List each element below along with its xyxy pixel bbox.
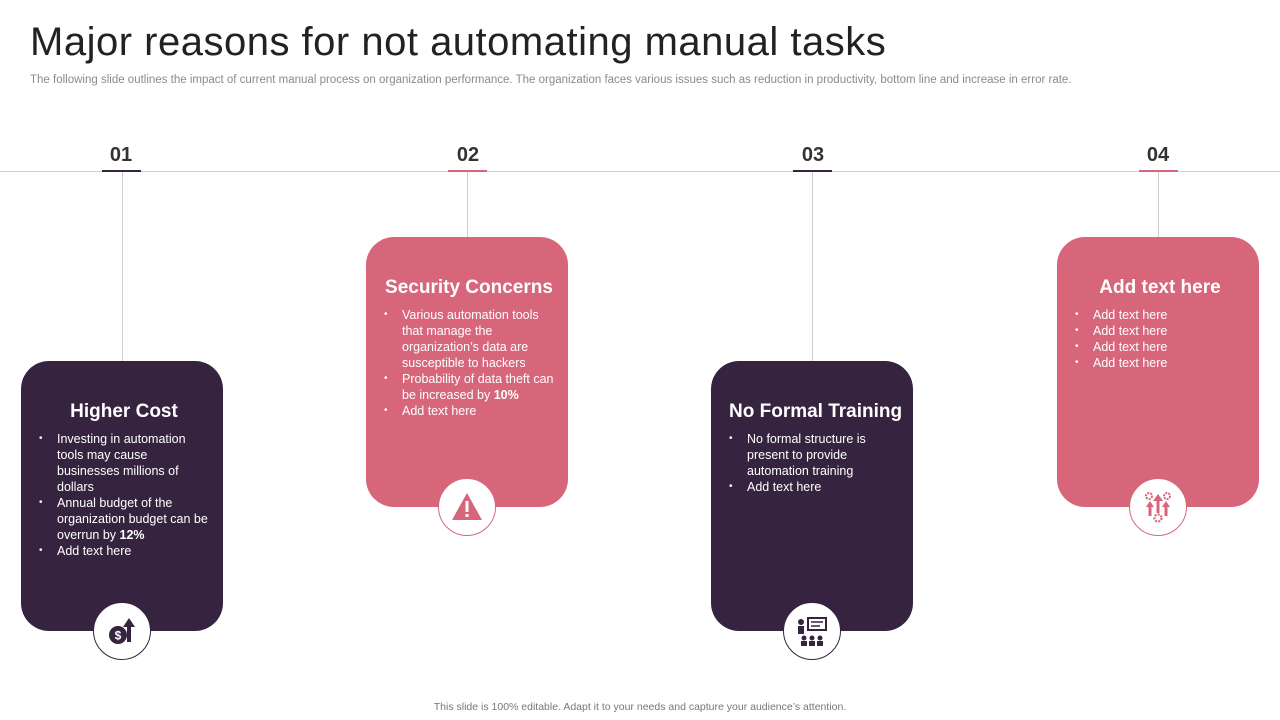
- bullet-item: Add text here: [1075, 307, 1245, 323]
- bullet-item: Add text here: [1075, 323, 1245, 339]
- step-number-04: 04: [1146, 144, 1170, 166]
- warning-icon: [438, 478, 496, 536]
- connector-02: [467, 172, 468, 238]
- card-title: No Formal Training: [729, 401, 903, 422]
- card-security-concerns: Security Concerns Various automation too…: [366, 237, 568, 507]
- step-number-01: 01: [109, 144, 133, 166]
- connector-03: [812, 172, 813, 362]
- bullet-item: Add text here: [729, 479, 899, 495]
- card-higher-cost: Higher Cost Investing in automation tool…: [21, 361, 223, 631]
- step-number-02: 02: [456, 144, 480, 166]
- step-number-03: 03: [801, 144, 825, 166]
- page-title: Major reasons for not automating manual …: [30, 20, 887, 64]
- footer-note: This slide is 100% editable. Adapt it to…: [433, 701, 847, 713]
- card-add-text: Add text here Add text here Add text her…: [1057, 237, 1259, 507]
- bullet-list: Various automation tools that manage the…: [384, 307, 554, 419]
- card-title: Higher Cost: [70, 401, 178, 422]
- step-underline-04: [1139, 170, 1178, 172]
- step-underline-01: [102, 170, 141, 172]
- bullet-item: Add text here: [1075, 355, 1245, 371]
- card-title: Security Concerns: [385, 277, 553, 298]
- bullet-list: Add text here Add text here Add text her…: [1075, 307, 1245, 371]
- svg-text:$: $: [115, 629, 122, 643]
- bullet-item: Investing in automation tools may cause …: [39, 431, 209, 495]
- card-title: Add text here: [1099, 277, 1221, 298]
- dollar-growth-icon: $: [93, 602, 151, 660]
- step-underline-03: [793, 170, 832, 172]
- connector-04: [1158, 172, 1159, 238]
- card-no-formal-training: No Formal Training No formal structure i…: [711, 361, 913, 631]
- bullet-item: Add text here: [1075, 339, 1245, 355]
- bullet-item: Add text here: [39, 543, 209, 559]
- step-underline-02: [448, 170, 487, 172]
- bullet-item: Annual budget of the organization budget…: [39, 495, 209, 543]
- connector-01: [122, 172, 123, 362]
- gears-arrows-icon: [1129, 478, 1187, 536]
- bullet-list: Investing in automation tools may cause …: [39, 431, 209, 559]
- training-presentation-icon: [783, 602, 841, 660]
- bullet-item: No formal structure is present to provid…: [729, 431, 899, 479]
- bullet-item: Various automation tools that manage the…: [384, 307, 554, 371]
- bullet-list: No formal structure is present to provid…: [729, 431, 899, 495]
- bullet-item: Probability of data theft can be increas…: [384, 371, 554, 403]
- timeline-line: [0, 171, 1280, 172]
- page-subtitle: The following slide outlines the impact …: [30, 74, 1072, 86]
- bullet-item: Add text here: [384, 403, 554, 419]
